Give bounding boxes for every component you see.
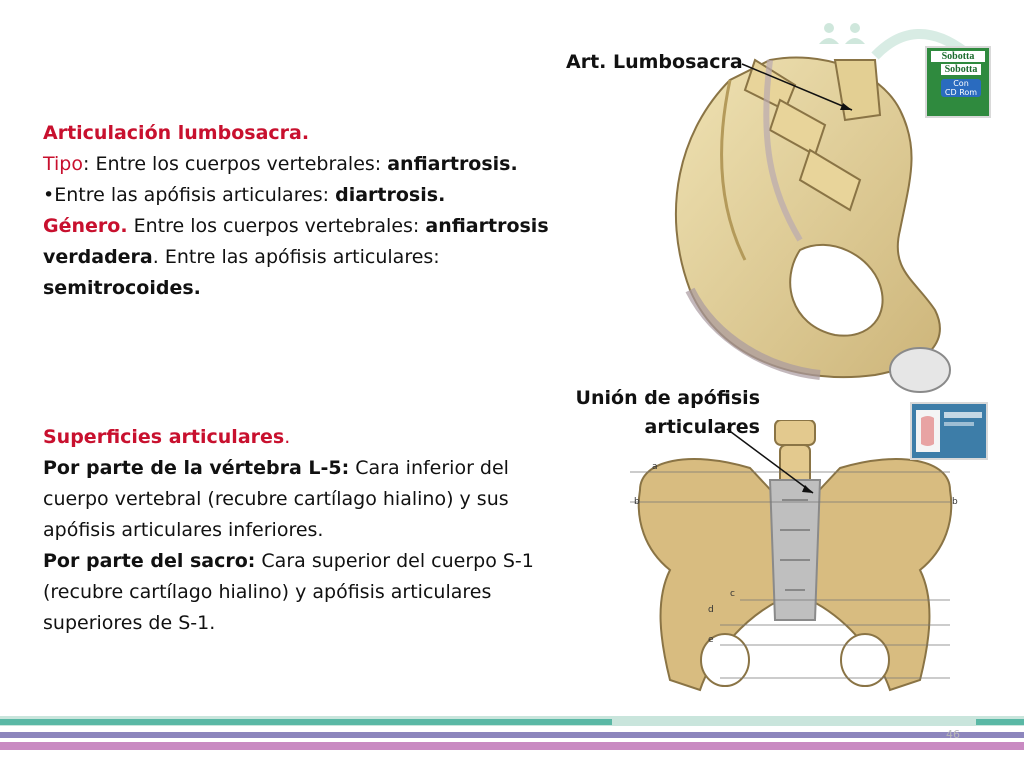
book-title: Sobotta — [941, 64, 981, 75]
section-title: Articulación lumbosacra. — [43, 122, 310, 144]
sacro-text: Cara superior del cuerpo S-1 — [255, 550, 534, 572]
figure-letter-a: a — [652, 462, 658, 472]
tipo-label: Tipo — [43, 153, 83, 175]
book-cover-icon — [916, 410, 982, 452]
decorative-logo-icon — [819, 23, 969, 60]
genero-label: Género. — [43, 215, 128, 237]
page-number: 46 — [946, 728, 960, 741]
footer-band — [976, 719, 1024, 725]
title-dot: . — [284, 426, 291, 448]
clinical-anatomy-book-icon — [910, 402, 988, 460]
footer-band — [0, 742, 1024, 750]
tipo-text: : Entre los cuerpos vertebrales: — [83, 153, 388, 175]
cd-rom-badge: Con CD Rom — [941, 79, 981, 97]
book-title: Sobotta — [931, 51, 985, 62]
tipo-value: anfiartrosis. — [387, 153, 518, 175]
label-line: Unión de apófisis — [575, 387, 760, 409]
section-superficies: Superficies articulares. Por parte de la… — [43, 422, 534, 639]
posterior-pelvis-illustration: a b b c d e — [630, 420, 958, 692]
figure-letter-c: c — [730, 589, 735, 599]
l5-label: Por parte de la vértebra L-5: — [43, 457, 350, 479]
l5-text: apófisis articulares inferiores. — [43, 519, 324, 541]
bullet-text: •Entre las apófisis articulares: — [43, 184, 336, 206]
figure-letter-b: b — [634, 497, 640, 507]
l5-text: cuerpo vertebral (recubre cartílago hial… — [43, 488, 509, 510]
section-articulacion: Articulación lumbosacra. Tipo: Entre los… — [43, 118, 549, 304]
figure-letter-b: b — [952, 497, 958, 507]
badge-text: Con — [953, 79, 969, 88]
semitrocoides-value: semitrocoides. — [43, 277, 201, 299]
badge-text: CD Rom — [944, 88, 978, 97]
footer-band — [0, 719, 612, 725]
sacro-label: Por parte del sacro: — [43, 550, 256, 572]
sacro-text: superiores de S-1. — [43, 612, 216, 634]
section-title: Superficies articulares — [43, 426, 285, 448]
bullet-value: diartrosis. — [335, 184, 446, 206]
figure-letter-e: e — [708, 635, 714, 645]
verdadera-text: . Entre las apófisis articulares: — [152, 246, 440, 268]
verdadera-value: verdadera — [43, 246, 153, 268]
pointer-line — [726, 428, 814, 494]
label-art-lumbosacra: Art. Lumbosacra — [566, 51, 743, 73]
figure-letter-d: d — [708, 605, 714, 615]
sacro-text: (recubre cartílago hialino) y apófisis a… — [43, 581, 492, 603]
genero-value: anfiartrosis — [425, 215, 549, 237]
genero-text: Entre los cuerpos vertebrales: — [127, 215, 426, 237]
l5-text: Cara inferior del — [349, 457, 509, 479]
pointer-line — [741, 63, 853, 111]
sobotta-book-icon: Sobotta Sobotta Con CD Rom — [925, 46, 991, 118]
footer-band — [0, 732, 1024, 738]
lumbosacral-section-illustration — [674, 56, 951, 393]
